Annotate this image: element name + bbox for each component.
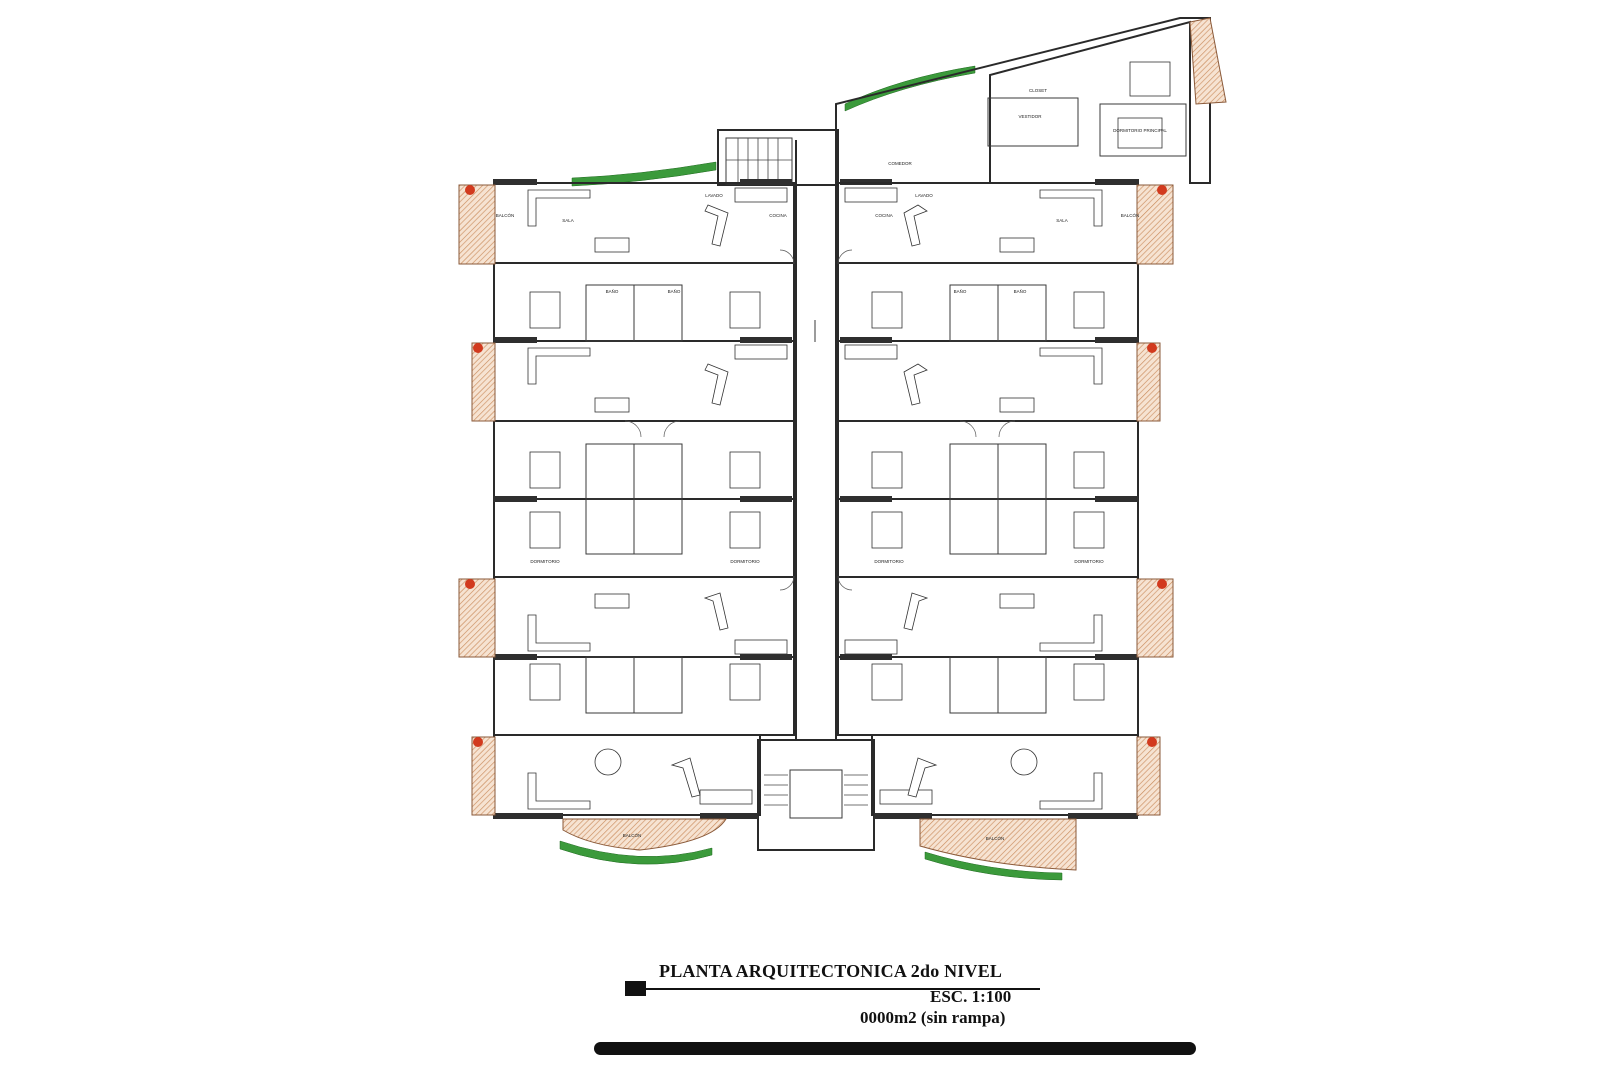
label-cocina: COCINA (769, 213, 787, 218)
label-sala: SALA (562, 218, 574, 223)
label-bano: BAÑO (954, 288, 967, 294)
label-closet: CLOSET (1029, 88, 1047, 93)
top-stair (717, 129, 839, 186)
label-dormitorio: DORMITORIO (530, 559, 560, 564)
label-dormitorio: DORMITORIO (1074, 559, 1104, 564)
room-labels: SALA SALA COCINA COCINA LAVADO LAVADO BA… (496, 88, 1168, 841)
label-vestidor: VESTIDOR (1018, 114, 1042, 119)
label-dormitorio: DORMITORIO (730, 559, 760, 564)
label-bano: BAÑO (1014, 288, 1027, 294)
label-lavado: LAVADO (705, 193, 723, 198)
label-dormitorio-principal: DORMITORIO PRINCIPAL (1113, 128, 1167, 133)
central-corridor (795, 140, 837, 740)
label-comedor: COMEDOR (888, 161, 912, 166)
balconies (458, 184, 1174, 871)
left-wing (493, 179, 795, 819)
label-balcon: BALCÓN (496, 212, 515, 218)
planters (559, 65, 1063, 881)
right-wing (837, 179, 1139, 819)
label-bano: BAÑO (606, 288, 619, 294)
label-balcon: BALCÓN (986, 835, 1005, 841)
label-balcon: BALCÓN (623, 832, 642, 838)
label-lavado: LAVADO (915, 193, 933, 198)
label-cocina: COCINA (875, 213, 893, 218)
label-balcon: BALCÓN (1121, 212, 1140, 218)
balcony-planters (465, 185, 1167, 747)
label-sala: SALA (1056, 218, 1068, 223)
label-dormitorio: DORMITORIO (874, 559, 904, 564)
label-bano: BAÑO (668, 288, 681, 294)
furniture (527, 189, 1105, 810)
top-right-unit (835, 17, 1227, 184)
bottom-stair (757, 739, 875, 851)
